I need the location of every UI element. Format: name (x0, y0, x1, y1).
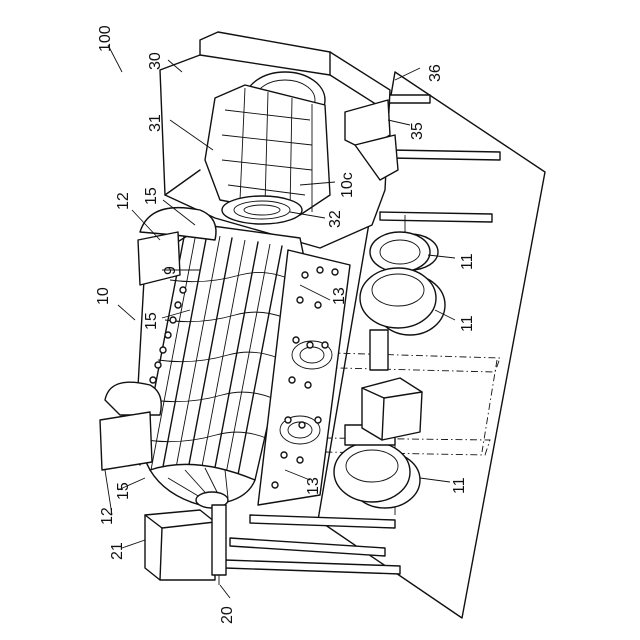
label-12-bottom: 12 (99, 507, 116, 525)
label-12-top: 12 (115, 192, 132, 210)
label-21: 21 (109, 542, 126, 560)
label-10c: 10c (339, 172, 356, 198)
label-31: 31 (147, 114, 164, 132)
label-11-c: 11 (451, 477, 468, 494)
label-100: 100 (97, 25, 114, 52)
sieve-drum (205, 72, 330, 224)
label-20: 20 (219, 606, 236, 624)
label-13-bottom: 13 (305, 477, 322, 495)
label-13-top: 13 (331, 287, 348, 305)
label-15-bottom: 15 (115, 482, 132, 500)
label-11-b: 11 (459, 315, 476, 332)
label-36: 36 (427, 64, 444, 82)
label-10: 10 (95, 287, 112, 305)
label-32: 32 (327, 210, 344, 228)
label-11-a: 11 (459, 253, 476, 270)
motor-block (362, 378, 422, 440)
label-35: 35 (409, 122, 426, 140)
label-15-mid: 15 (143, 312, 160, 330)
label-9: 9 (162, 266, 179, 275)
label-15-top: 15 (143, 187, 160, 205)
feed-inlet (145, 505, 226, 585)
label-30: 30 (147, 52, 164, 70)
